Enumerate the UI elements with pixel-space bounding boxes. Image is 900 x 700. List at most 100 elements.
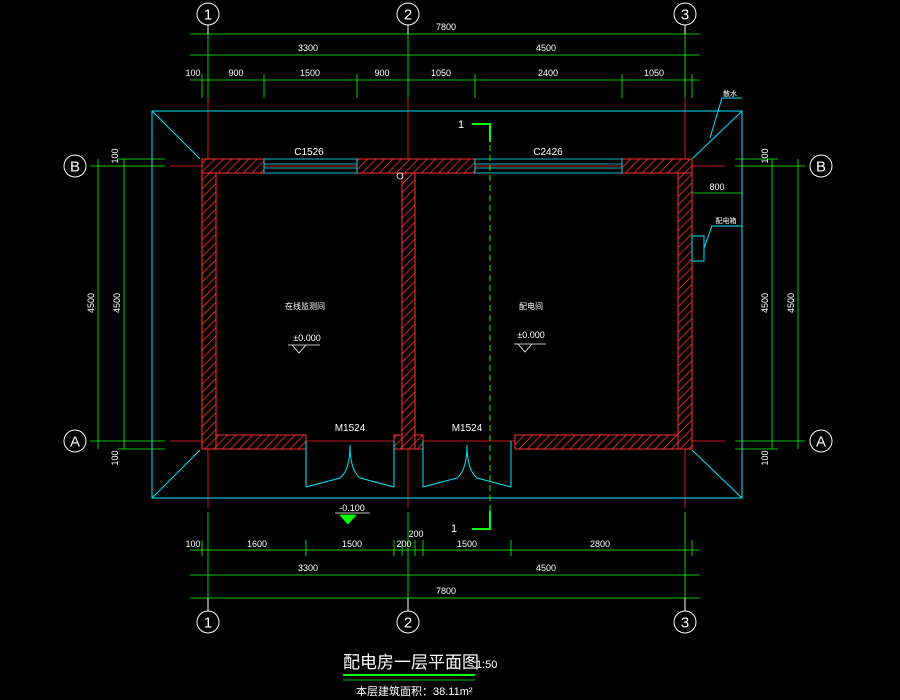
axis-bubble-right-a [809,429,833,453]
axis-label-top-2: 2 [404,7,412,24]
window-c1526 [263,158,358,174]
section-mark-bottom [472,511,491,530]
dim-bottom-seg-2: 4500 [536,563,556,573]
axis-bubble-top-1 [196,2,220,26]
wall-left [201,172,217,450]
axis-bubble-top-2 [396,2,420,26]
door-m1524-right [422,441,512,488]
dim-top-detail-2: 900 [228,68,243,78]
door-m1524-left [305,441,395,488]
drawing-title: 配电房一层平面图 [343,653,479,672]
dim-top-detail-6: 2400 [538,68,558,78]
elevation-markers [288,343,546,525]
hip-line-tr [691,110,743,160]
section-mark-top [472,123,491,142]
dim-right-bottom: 100 [760,450,770,465]
dim-bottom-detail-2: 1600 [247,539,267,549]
eave-outline [151,110,743,499]
wall-top-seg-3 [621,158,693,174]
dim-bottom-detail-7: 2800 [590,539,610,549]
wall-right [677,172,693,450]
dim-right-top: 100 [760,148,770,163]
room-name-left: 在线监测间 [285,301,325,311]
axis-label-top-1: 1 [204,7,212,24]
section-line [472,123,491,530]
eave-outer-rect [151,110,743,499]
section-label-top: 1 [458,119,464,131]
hip-line-bl [151,449,201,499]
room-name-right: 配电间 [519,301,543,311]
dim-bottom-detail-4: 200 [396,539,411,549]
elev-mark-right [517,343,533,353]
wall-bottom-seg-3 [414,434,424,450]
outdoor-elev-mark [339,514,357,525]
roof-note: 散水 [723,89,737,98]
walls [201,158,693,450]
elevation-right: ±0.000 [517,330,544,340]
window-label-c2426: C2426 [533,147,563,158]
axis-label-left-b: B [70,159,80,176]
dim-top-detail-3: 1500 [300,68,320,78]
axis-label-bottom-2: 2 [404,615,412,632]
windows [263,158,623,174]
window-label-c1526: C1526 [294,147,324,158]
wall-top-seg-1 [201,158,265,174]
hip-line-br [691,449,743,499]
box-note: 配电箱 [716,216,737,225]
outdoor-elevation: -0.100 [339,503,365,513]
doors [305,441,512,488]
floor-area: 本层建筑面积：38.11m² [356,684,473,698]
dim-right-outer: 4500 [786,293,796,313]
dim-bottom-detail-1: 100 [185,539,200,549]
dim-bottom-total: 7800 [436,586,456,596]
dim-top-total: 7800 [436,22,456,32]
wall-middle [401,172,416,450]
bottom-ticks [201,512,693,604]
axis-bubble-left-a [63,429,87,453]
elevation-left: ±0.000 [293,333,320,343]
distribution-box-icon [691,235,705,262]
axis-label-right-b: B [816,159,826,176]
axis-bubble-right-b [809,154,833,178]
dim-top-detail-5: 1050 [431,68,451,78]
wall-top-seg-2 [356,158,476,174]
axis-label-right-a: A [816,434,826,451]
dim-left-bottom: 100 [110,450,120,465]
dim-top-seg-2: 4500 [536,43,556,53]
axis-bubble-top-3 [673,2,697,26]
elev-mark-left [291,344,307,354]
axis-label-top-3: 3 [681,7,689,24]
dim-top-detail-7: 1050 [644,68,664,78]
wall-bottom-seg-1 [215,434,307,450]
dim-bottom-detail-6: 1500 [457,539,477,549]
dim-right-offset: 800 [709,182,724,192]
dim-top-seg-1: 3300 [298,43,318,53]
dim-right-inner: 4500 [760,293,770,313]
axis-bubble-bottom-1 [196,610,220,634]
dimension-lines [90,28,805,604]
column-node [396,172,404,180]
dim-top-detail-4: 900 [374,68,389,78]
dim-bottom-detail-3: 1500 [342,539,362,549]
drawing-scale: 1:50 [476,659,497,671]
door-label-left: M1524 [335,423,366,434]
hip-line-tl [151,110,201,160]
distribution-box-leader [703,225,742,249]
axis-bubble-left-b [63,154,87,178]
roof-note-leader [709,97,742,139]
axis-bubbles [63,2,833,634]
wall-bottom-seg-4 [514,434,679,450]
door-label-right: M1524 [452,423,483,434]
dim-top-detail-1: 100 [185,68,200,78]
window-c2426 [474,158,623,174]
distribution-box [691,225,742,262]
axis-label-bottom-1: 1 [204,615,212,632]
dim-bottom-seg-1: 3300 [298,563,318,573]
axis-label-bottom-3: 3 [681,615,689,632]
dim-left-inner: 4500 [112,293,122,313]
axis-label-left-a: A [70,434,80,451]
axis-bubble-bottom-2 [396,610,420,634]
dim-left-outer: 4500 [86,293,96,313]
axis-bubble-bottom-3 [673,610,697,634]
